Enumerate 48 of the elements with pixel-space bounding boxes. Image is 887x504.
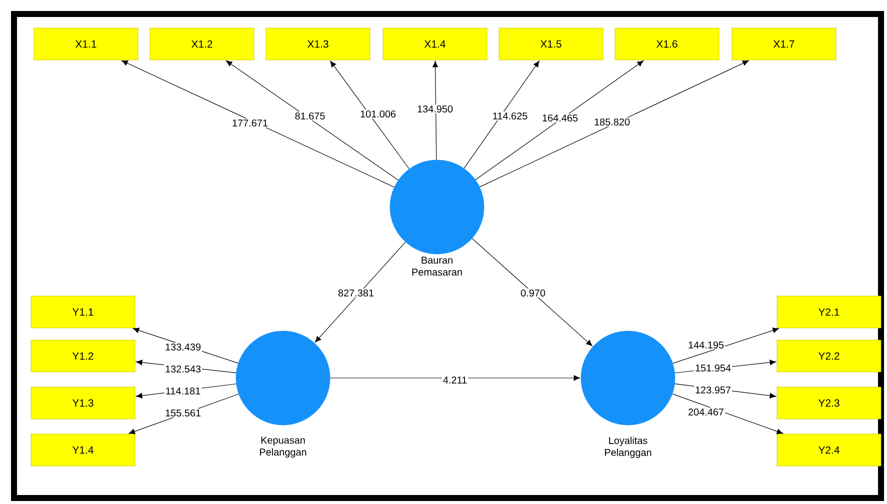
node-label: Loyalitas Pelanggan [605, 436, 652, 458]
indicator-box: Y2.2 [776, 340, 882, 372]
edge-label: 827.381 [337, 288, 375, 298]
arrow [475, 60, 644, 180]
edge-label: 114.181 [164, 386, 202, 396]
edge-label: 81.675 [294, 111, 326, 121]
edge-label: 101.006 [359, 109, 397, 119]
arrow [672, 394, 784, 434]
node-label: Kepuasan Pelanggan [260, 436, 306, 458]
arrow [122, 60, 394, 188]
arrow [226, 60, 399, 180]
indicator-box: X1.5 [498, 28, 604, 60]
edge-label: 0.970 [520, 288, 546, 298]
arrow [672, 328, 779, 364]
edge-label: 164.465 [541, 113, 579, 123]
edge-label: 185.820 [593, 117, 632, 127]
indicator-box: X1.2 [150, 28, 254, 60]
indicator-box: Y2.1 [776, 296, 882, 328]
edge-label: 132.543 [164, 364, 202, 374]
arrow [330, 375, 580, 381]
arrow [479, 60, 749, 188]
indicator-box: X1.4 [382, 28, 488, 60]
node-label: Bauran Pemasaran [412, 256, 462, 276]
arrow [315, 242, 406, 342]
indicator-box: Y1.4 [30, 434, 136, 466]
arrow [330, 60, 410, 170]
arrow [472, 238, 592, 346]
arrow [432, 61, 438, 160]
edge-label: 4.211 [442, 376, 468, 384]
edge-label: 144.195 [687, 340, 726, 350]
edge-label: 133.439 [164, 342, 202, 352]
edge-label: 134.950 [416, 104, 454, 114]
arrow [464, 60, 540, 169]
indicator-box: Y2.3 [776, 386, 882, 420]
edge-label: 204.467 [687, 407, 726, 417]
edge-label: 123.957 [694, 385, 732, 395]
edge-label: 114.625 [491, 111, 529, 121]
indicator-box: X1.1 [34, 28, 138, 60]
edge-label: 177.671 [231, 118, 269, 128]
edge-label: 151.954 [694, 363, 732, 373]
indicator-box: X1.6 [614, 28, 720, 60]
edge-label: 155.561 [164, 408, 202, 418]
indicator-box: X1.7 [732, 28, 836, 60]
indicator-box: Y1.2 [30, 340, 136, 372]
indicator-box: Y1.1 [30, 296, 136, 328]
indicator-box: X1.3 [266, 28, 370, 60]
indicator-box: Y1.3 [30, 386, 136, 420]
indicator-box: Y2.4 [776, 434, 882, 466]
